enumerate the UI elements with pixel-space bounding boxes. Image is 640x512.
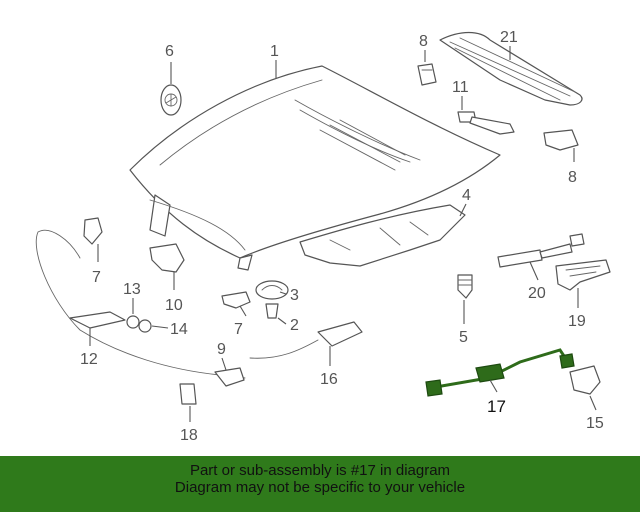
callout-5: 5	[459, 329, 468, 346]
hood-part-1	[129, 65, 501, 271]
clip-part-18	[179, 383, 197, 405]
callout-3: 3	[290, 287, 299, 304]
release-handle-part-16	[249, 321, 363, 359]
callout-4: 4	[462, 187, 471, 204]
callout-14: 14	[170, 321, 188, 338]
callout-8-lower: 8	[568, 169, 577, 186]
clip-part-8-upper	[417, 63, 437, 86]
release-cable-part-17-highlighted	[425, 348, 575, 397]
banner-line-1: Part or sub-assembly is #17 in diagram	[189, 462, 451, 479]
callout-9: 9	[217, 341, 226, 358]
callout-2: 2	[290, 317, 299, 334]
callout-16: 16	[320, 371, 338, 388]
callout-10: 10	[165, 297, 183, 314]
bracket-part-8-lower	[543, 129, 579, 151]
callout-13: 13	[123, 281, 141, 298]
emblem-part-6	[160, 84, 182, 116]
callout-18: 18	[180, 427, 198, 444]
callout-20: 20	[528, 285, 546, 302]
hinge-part-19	[555, 259, 611, 291]
callout-17-highlighted: 17	[487, 397, 506, 416]
callout-11: 11	[452, 79, 469, 96]
bracket-part-15	[569, 365, 601, 395]
latch-part-3	[255, 280, 289, 300]
bracket-part-10	[149, 243, 185, 273]
callout-7-middle: 7	[234, 321, 243, 338]
release-cable-part-12	[35, 229, 246, 379]
clip-part-7-middle	[221, 291, 251, 309]
banner-line-2: Diagram may not be specific to your vehi…	[174, 479, 466, 496]
bolt-part-5	[457, 274, 473, 299]
gas-strut-part-20	[497, 233, 585, 268]
callout-8-upper: 8	[419, 33, 428, 50]
callout-6: 6	[165, 43, 174, 60]
grommet-part-13	[126, 315, 140, 329]
striker-part-11	[457, 111, 515, 135]
pin-part-2	[265, 303, 279, 319]
callout-1: 1	[270, 43, 279, 60]
callout-21: 21	[500, 29, 518, 46]
cable-guide-part-9	[214, 367, 245, 387]
callout-12: 12	[80, 351, 98, 368]
nut-part-14	[138, 319, 152, 333]
callout-19: 19	[568, 313, 586, 330]
callout-15: 15	[586, 415, 604, 432]
cowl-panel-part-21	[439, 31, 583, 106]
callout-7-left: 7	[92, 269, 101, 286]
parts-diagram: 1 6 8 21 11 8 4 7 10 13 14 12 7 3 2 9 16…	[35, 29, 611, 444]
clip-part-7-left	[83, 217, 103, 245]
info-banner: Part or sub-assembly is #17 in diagram D…	[0, 456, 640, 512]
leader-lines	[89, 46, 597, 422]
hood-insulation-part-4	[299, 204, 466, 267]
